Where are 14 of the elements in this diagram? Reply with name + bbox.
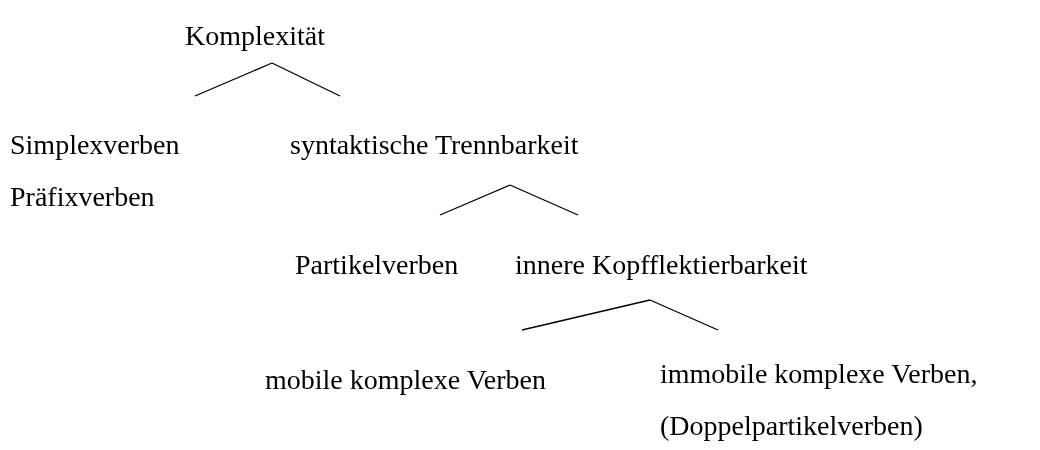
tree-branch-line (271, 62, 341, 97)
tree-node-label: Simplexverben (10, 128, 180, 162)
tree-node-label: immobile komplexe Verben, (Doppelpartikelverben) (660, 357, 979, 443)
tree-node-label: innere Kopfflektierbarkeit (515, 248, 808, 282)
tree-node-label: Partikelverben (295, 248, 459, 282)
tree-branch-line (521, 299, 651, 331)
tree-node-label: mobile komplexe Verben (265, 363, 546, 397)
tree-branch-line (649, 299, 719, 331)
tree-branch-line (509, 184, 579, 216)
tree-node-label: syntaktische Trennbarkeit (290, 128, 579, 162)
tree-branch-line (439, 184, 511, 216)
tree-node-label: Komplexität (185, 19, 325, 53)
tree-branch-line (194, 62, 273, 97)
tree-node-label: Präfixverben (10, 180, 155, 214)
